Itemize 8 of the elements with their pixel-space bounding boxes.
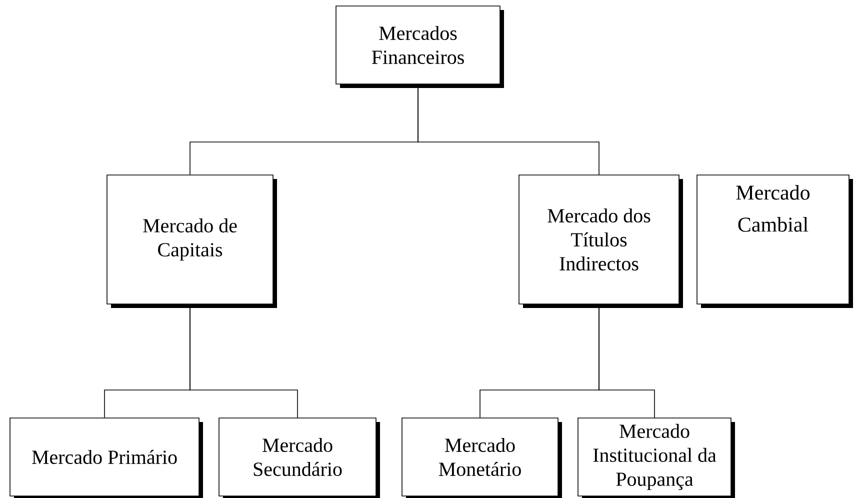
box: Mercado Primário — [10, 418, 203, 498]
box: Mercado de Capitais — [106, 174, 277, 308]
box: Mercado dos Títulos Indirectos — [518, 174, 683, 308]
box: Mercado Secundário — [218, 418, 380, 498]
box: Mercado Institucional da Poupança — [578, 418, 735, 498]
box: Mercado Cambial — [696, 174, 853, 308]
box: Mercado Monetário — [402, 418, 562, 498]
box: Mercados Financeiros — [336, 6, 504, 88]
